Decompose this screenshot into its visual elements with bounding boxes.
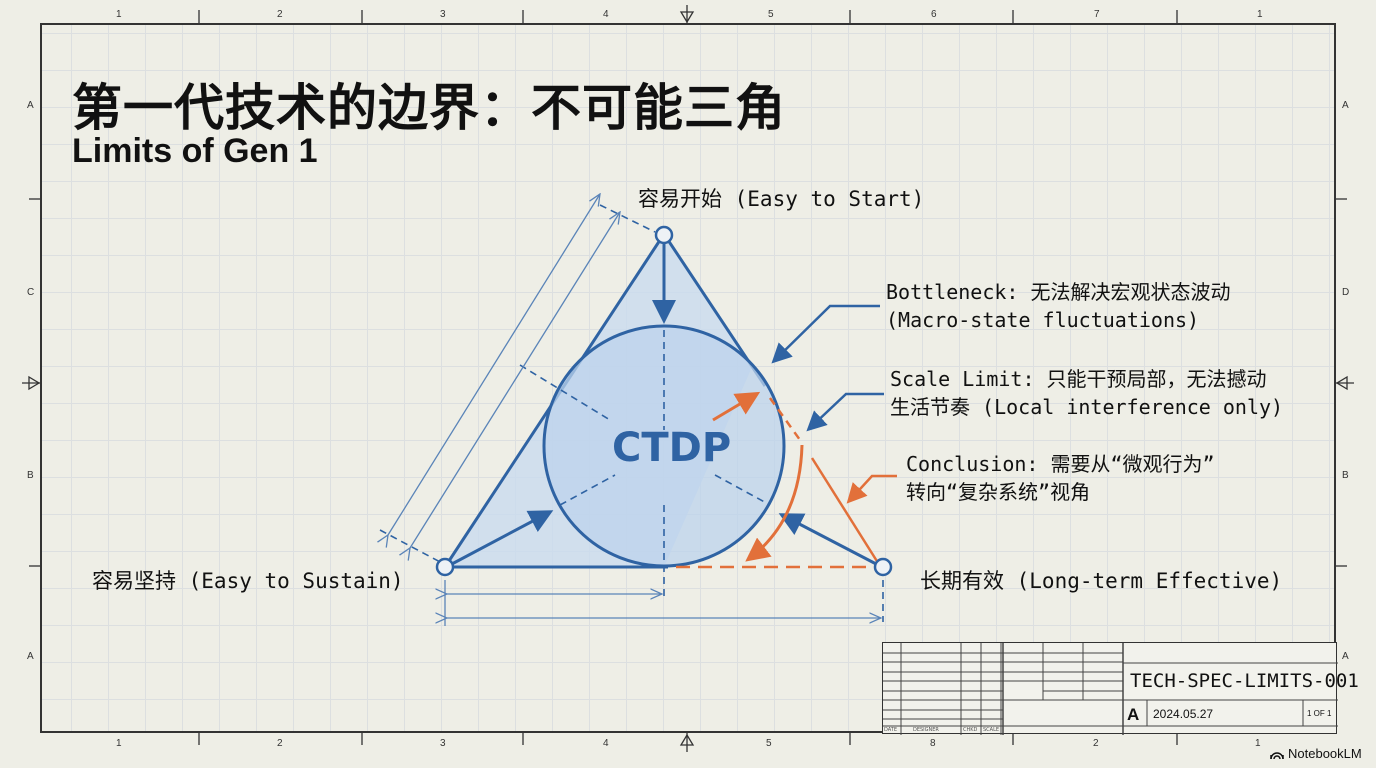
bottleneck-line1: Bottleneck: 无法解决宏观状态波动: [886, 280, 1231, 304]
zone-left-2: C: [27, 287, 35, 298]
zone-right-2: D: [1342, 287, 1350, 298]
zone-bottom-8: 1: [1255, 738, 1261, 749]
page-title: 第一代技术的边界：不可能三角: [72, 79, 786, 137]
conclusion-line2: 转向“复杂系统”视角: [906, 480, 1091, 504]
annotation-bottleneck: Bottleneck: 无法解决宏观状态波动 (Macro-state fluc…: [886, 278, 1231, 334]
zone-top-4: 4: [603, 9, 609, 20]
page-subtitle: Limits of Gen 1: [72, 132, 318, 170]
brand-name: NotebookLM: [1288, 746, 1362, 761]
zone-right-3: B: [1342, 470, 1349, 481]
tb-footer-scale: SCALE: [983, 727, 1000, 733]
tb-footer-designer: DESIGNER: [913, 727, 939, 733]
zone-bottom-3: 3: [440, 738, 446, 749]
zone-top-6: 6: [931, 9, 937, 20]
vertex-label-long-term-effective: 长期有效 (Long-term Effective): [920, 569, 1283, 593]
zone-left-3: B: [27, 470, 34, 481]
zone-bottom-1: 1: [116, 738, 122, 749]
sheet-number: 1 OF 1: [1307, 709, 1332, 718]
zone-bottom-5: 5: [766, 738, 772, 749]
zone-bottom-7: 2: [1093, 738, 1099, 749]
zone-top-1: 1: [116, 9, 122, 20]
zone-right-1: A: [1342, 100, 1349, 111]
zone-top-7: 7: [1094, 9, 1100, 20]
title-block-grid: [883, 643, 1338, 735]
tb-footer-chkd: CHKD: [963, 727, 978, 733]
zone-top-2: 2: [277, 9, 283, 20]
document-date: 2024.05.27: [1153, 707, 1214, 721]
vertex-top: [654, 225, 674, 245]
ctdp-label: CTDP: [612, 425, 732, 471]
annotation-scale-limit: Scale Limit: 只能干预局部，无法撼动 生活节奏 (Local int…: [890, 365, 1283, 421]
vertex-label-easy-to-sustain: 容易坚持 (Easy to Sustain): [92, 569, 404, 593]
notebooklm-logo-icon: [1270, 751, 1284, 759]
zone-top-5: 5: [768, 9, 774, 20]
notebooklm-branding: NotebookLM: [1270, 746, 1362, 761]
scale-limit-line1: Scale Limit: 只能干预局部，无法撼动: [890, 367, 1267, 391]
bottleneck-line2: (Macro-state fluctuations): [886, 308, 1200, 332]
zone-left-1: A: [27, 100, 34, 111]
vertex-label-easy-to-start: 容易开始 (Easy to Start): [638, 187, 925, 211]
vertex-bottom-left: [435, 557, 455, 577]
zone-bottom-2: 2: [277, 738, 283, 749]
title-block: DATE DESIGNER CHKD SCALE: [882, 642, 1338, 735]
document-number: TECH-SPEC-LIMITS-001: [1130, 670, 1359, 692]
conclusion-line1: Conclusion: 需要从“微观行为”: [906, 452, 1215, 476]
zone-top-8: 1: [1257, 9, 1263, 20]
scale-limit-line2: 生活节奏 (Local interference only): [890, 395, 1284, 419]
annotation-conclusion: Conclusion: 需要从“微观行为” 转向“复杂系统”视角: [906, 450, 1215, 506]
zone-bottom-6: 8: [930, 738, 936, 749]
zone-left-4: A: [27, 651, 34, 662]
zone-top-3: 3: [440, 9, 446, 20]
zone-right-4: A: [1342, 651, 1349, 662]
revision-letter: A: [1127, 705, 1140, 724]
vertex-bottom-right: [873, 557, 893, 577]
tb-footer-date: DATE: [884, 727, 898, 733]
zone-bottom-4: 4: [603, 738, 609, 749]
